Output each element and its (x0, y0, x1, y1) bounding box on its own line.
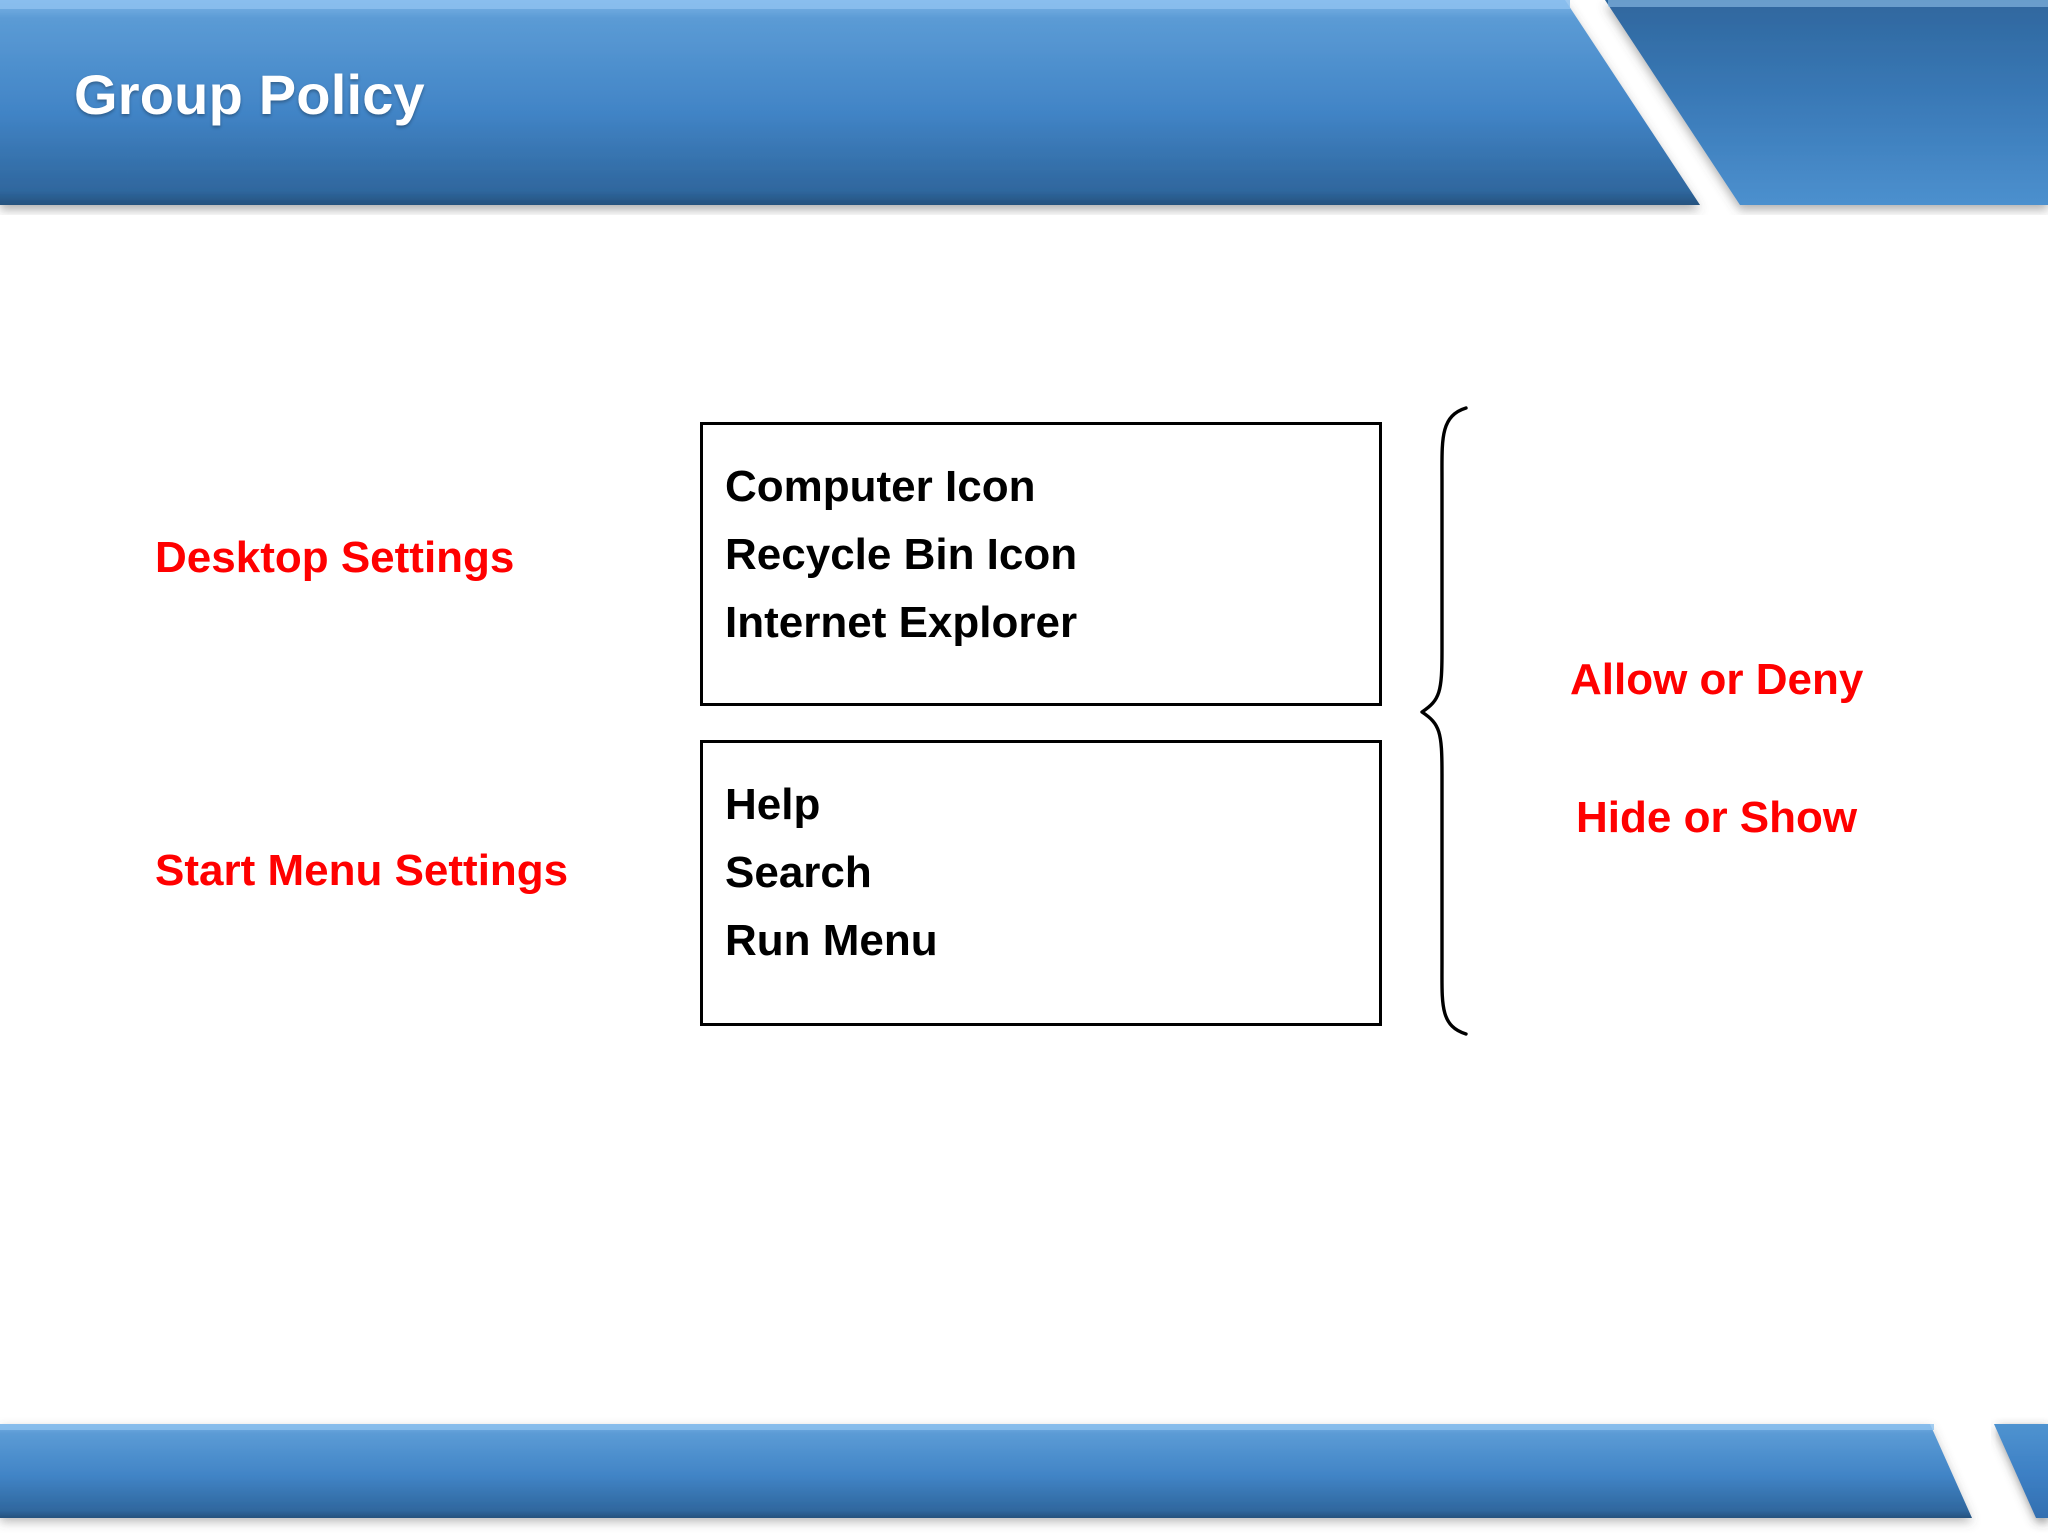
list-item: Internet Explorer (725, 598, 1078, 647)
curly-brace-icon (1420, 400, 1560, 1040)
list-item: Computer Icon (725, 462, 1036, 511)
footer-accent-shape-2 (1994, 1424, 2048, 1518)
list-item: Recycle Bin Icon (725, 530, 1078, 579)
header-accent-shape (1605, 0, 2048, 205)
outcome-label-hide-or-show: Hide or Show (1576, 793, 1858, 842)
category-label-start-menu-settings: Start Menu Settings (155, 846, 569, 895)
list-item: Search (725, 848, 872, 897)
list-item: Run Menu (725, 916, 938, 965)
page-title: Group Policy (74, 63, 425, 126)
footer-main-shape (0, 1424, 1972, 1518)
start-menu-settings-item-box: Help Search Run Menu (700, 740, 1382, 1026)
footer-accent-shape (1998, 1424, 2048, 1518)
category-label-desktop-settings: Desktop Settings (155, 533, 515, 582)
footer-banner (0, 1406, 2048, 1536)
desktop-settings-item-box: Computer Icon Recycle Bin Icon Internet … (700, 422, 1382, 706)
outcome-label-allow-or-deny: Allow or Deny (1570, 655, 1864, 704)
list-item: Help (725, 780, 821, 829)
